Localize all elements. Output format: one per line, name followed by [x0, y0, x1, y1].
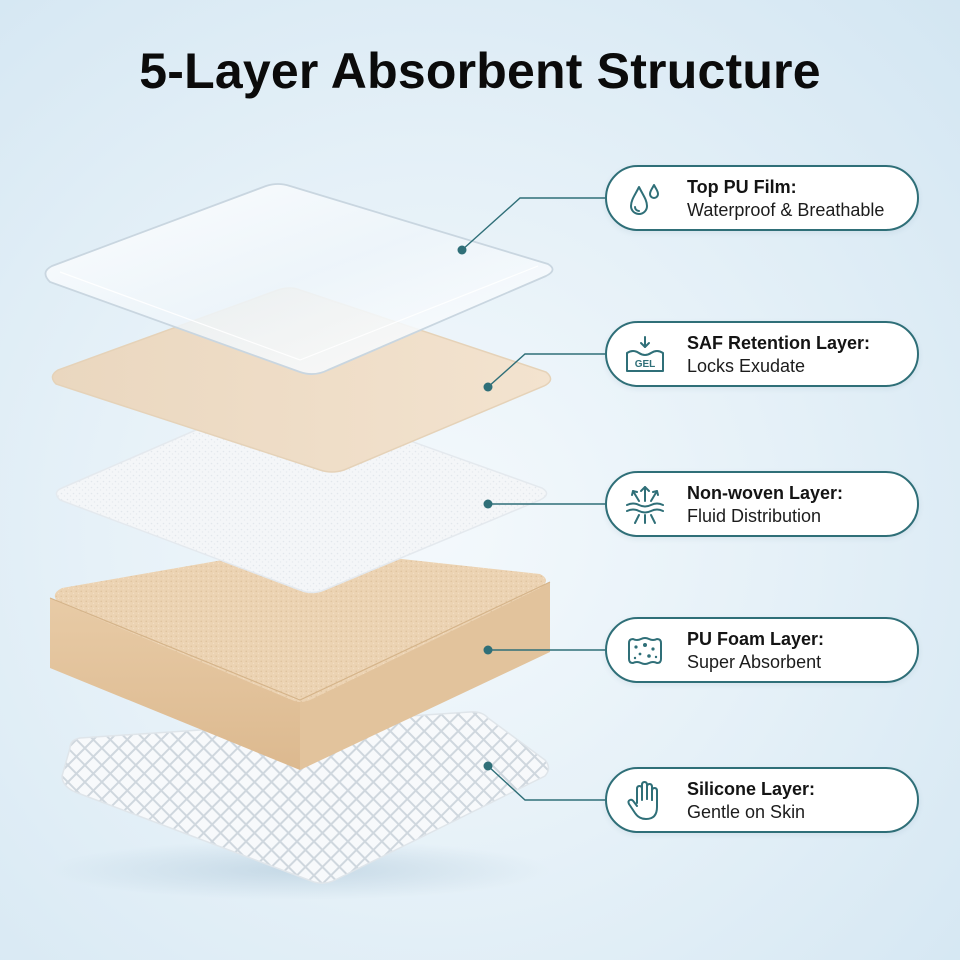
water-drops-icon [623, 177, 667, 221]
anchor-dot [483, 645, 493, 655]
page-title: 5-Layer Absorbent Structure [139, 43, 821, 99]
callout-non-woven-layer: Non-woven Layer: Fluid Distribution [605, 471, 919, 537]
anchor-dot [457, 245, 467, 255]
anchor-dot [483, 499, 493, 509]
callout-silicone-layer: Silicone Layer: Gentle on Skin [605, 767, 919, 833]
fluid-distribution-icon [623, 483, 667, 527]
layer-description: Fluid Distribution [687, 506, 822, 526]
anchor-dot [483, 382, 493, 392]
layer-description: Waterproof & Breathable [687, 200, 885, 220]
layer-label: Silicone Layer: [687, 779, 816, 799]
top-pu-film [44, 183, 554, 375]
gel-icon-text: GEL [635, 359, 656, 370]
silicone-layer [61, 711, 550, 884]
connector-silicone-layer [487, 765, 605, 801]
connector-saf-layer [487, 353, 605, 388]
callout-anchor-dots [457, 245, 493, 771]
layer-label: SAF Retention Layer: [687, 333, 871, 353]
layer-description: Gentle on Skin [687, 802, 806, 822]
layer-label: PU Foam Layer: [687, 629, 825, 649]
connector-top-pu-film [461, 197, 605, 251]
callout-pu-foam-layer: PU Foam Layer: Super Absorbent [605, 617, 919, 683]
layer-label: Non-woven Layer: [687, 483, 844, 503]
pu-foam-layer [49, 547, 551, 770]
gel-icon: GEL [623, 333, 667, 377]
sponge-icon [623, 629, 667, 673]
anchor-dot [483, 761, 493, 771]
layer-description: Super Absorbent [687, 652, 822, 672]
callout-connectors [461, 197, 605, 801]
callout-saf-retention-layer: GEL SAF Retention Layer: Locks Exudate [605, 321, 919, 387]
layer-label: Top PU Film: [687, 177, 797, 197]
callout-top-pu-film: Top PU Film: Waterproof & Breathable [605, 165, 919, 231]
hand-icon [623, 779, 667, 823]
layer-description: Locks Exudate [687, 356, 806, 376]
